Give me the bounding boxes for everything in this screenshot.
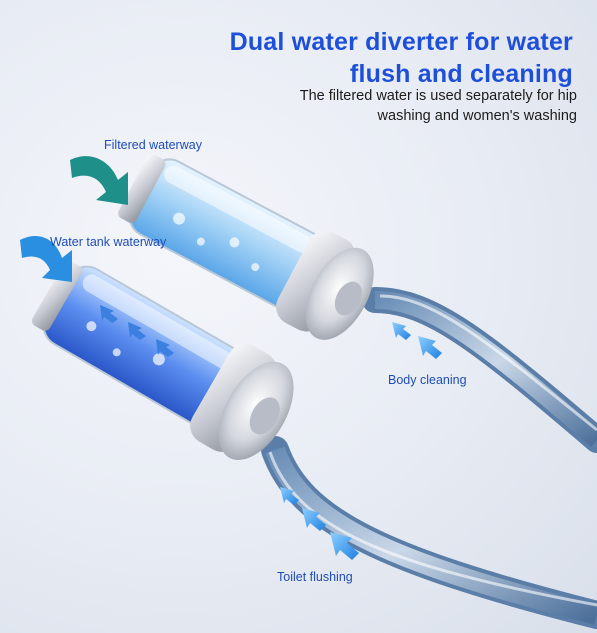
upper-filter-cartridge (118, 154, 374, 340)
internal-flow-arrows (100, 305, 174, 357)
page-title: Dual water diverter for water flush and … (229, 28, 573, 88)
label-body-cleaning: Body cleaning (388, 373, 467, 387)
lower-hose (261, 436, 597, 629)
label-filtered-waterway: Filtered waterway (104, 138, 202, 152)
label-toilet-flushing: Toilet flushing (277, 570, 353, 584)
toilet-flushing-arrows-icon (280, 487, 359, 560)
label-water-tank-waterway: Water tank waterway (50, 235, 167, 249)
body-cleaning-arrows-icon (392, 322, 442, 359)
page-subtitle: The filtered water is used separately fo… (299, 88, 577, 124)
tank-inlet-arrow-icon (20, 236, 72, 282)
filtered-inlet-arrow-icon (70, 156, 128, 205)
upper-hose (362, 287, 597, 453)
